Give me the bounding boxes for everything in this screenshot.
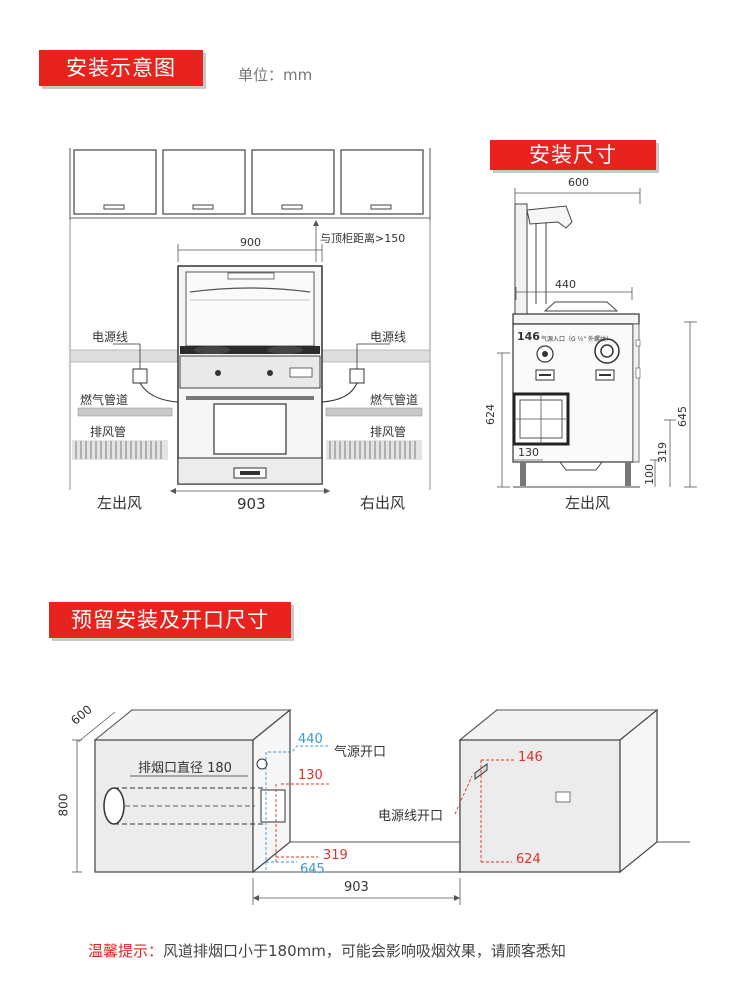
side-dimension-440-label: 440 xyxy=(555,278,576,291)
exhaust-opening xyxy=(103,787,125,825)
gas-pipe-label-left: 燃气管道 xyxy=(80,393,129,407)
reserve-dimension-903-label: 903 xyxy=(344,880,369,895)
exhaust-grille-right xyxy=(326,440,422,460)
section-title-install-size: 安装尺寸 xyxy=(490,140,656,170)
exhaust-pipe-label-left: 排风管 xyxy=(90,425,127,439)
dimension-903-label: 903 xyxy=(237,495,266,513)
upper-cabinet-3 xyxy=(251,149,335,215)
side-left-outlet-label: 左出风 xyxy=(565,494,611,512)
side-dimension-146-label: 146 xyxy=(517,330,540,343)
section-title-install-diagram: 安装示意图 xyxy=(39,50,203,86)
left-outlet-label: 左出风 xyxy=(97,494,143,512)
exhaust-grille-left xyxy=(72,440,168,460)
upper-cabinet-1 xyxy=(73,149,157,215)
power-cable-label-right: 电源线 xyxy=(370,330,407,344)
dimension-900-label: 900 xyxy=(240,236,261,249)
upper-cabinet-4 xyxy=(340,149,424,215)
gas-opening-label: 气源开口 xyxy=(334,745,387,760)
gas-pipe-label-right: 燃气管道 xyxy=(370,393,419,407)
side-dimension-600-label: 600 xyxy=(568,176,589,189)
reserve-dimension-800-label: 800 xyxy=(56,793,71,817)
side-dimension-130-label: 130 xyxy=(518,446,539,459)
tip-prefix: 温馨提示： xyxy=(88,942,164,960)
gas-opening-440-label: 440 xyxy=(298,732,323,747)
right-cabinet xyxy=(459,739,621,873)
gas-opening xyxy=(256,758,268,770)
tip-text: 风道排烟口小于180mm，可能会影响吸烟效果，请顾客悉知 xyxy=(163,942,566,960)
power-opening-146-label: 146 xyxy=(518,750,543,765)
tip-line: 温馨提示：风道排烟口小于180mm，可能会影响吸烟效果，请顾客悉知 xyxy=(88,940,566,961)
top-cabinet-distance-label: 与顶柜距离>150 xyxy=(320,232,406,245)
section-title-reserve-openings: 预留安装及开口尺寸 xyxy=(49,602,291,638)
exhaust-pipe-label-right: 排风管 xyxy=(370,425,407,439)
power-opening-624-label: 624 xyxy=(516,852,541,867)
reserve-dimension-645-label: 645 xyxy=(300,862,325,877)
reserve-dimension-319-label: 319 xyxy=(323,848,348,863)
exhaust-diameter-label: 排烟口直径 180 xyxy=(138,761,232,776)
power-cable-label-left: 电源线 xyxy=(92,330,129,344)
upper-cabinet-2 xyxy=(162,149,246,215)
unit-label: 单位：mm xyxy=(238,66,313,84)
gas-opening-130-label: 130 xyxy=(298,768,323,783)
right-outlet-label: 右出风 xyxy=(360,494,406,512)
gas-inlet-thread-label: 气源入口（G ½" 外螺纹） xyxy=(541,336,613,343)
power-opening-label: 电源线开口 xyxy=(378,809,444,824)
